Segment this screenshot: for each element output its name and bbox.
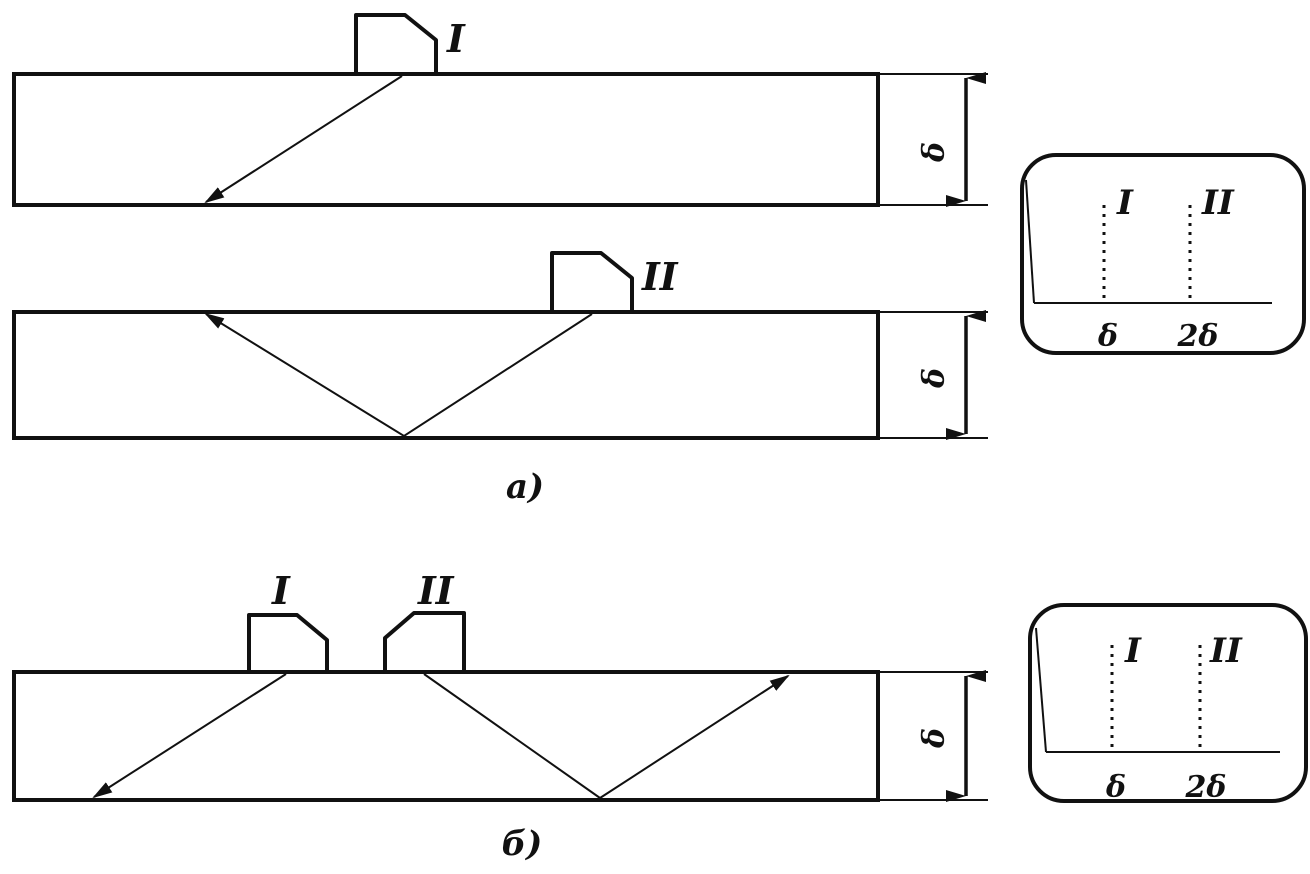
probe-a-1 bbox=[354, 13, 438, 76]
screen-b: I II δ 2δ bbox=[1028, 603, 1308, 805]
thickness-label-b: δ bbox=[917, 728, 952, 749]
beam-a-2 bbox=[204, 312, 593, 438]
beam-a-1 bbox=[204, 75, 403, 204]
probe-a-1-label: I bbox=[446, 16, 466, 61]
plate-a-upper bbox=[12, 72, 988, 207]
probe-b-1-label: I bbox=[271, 568, 291, 613]
probe-a-2 bbox=[550, 251, 634, 314]
screen-b-pulse-2-label: II bbox=[1209, 631, 1243, 671]
thickness-label-a-upper: δ bbox=[917, 142, 952, 163]
probe-b-2 bbox=[383, 611, 466, 674]
screen-b-initial-pulse bbox=[1035, 627, 1047, 753]
plate-a-lower bbox=[12, 310, 988, 440]
screen-a-initial-pulse bbox=[1025, 179, 1035, 304]
diagram-a: δ I δ II а) I II bbox=[12, 13, 1306, 507]
caption-a: а) bbox=[506, 467, 544, 507]
plate-b bbox=[12, 670, 988, 802]
screen-a-axis-mark-1: δ bbox=[1097, 319, 1118, 354]
thickness-label-a-lower: δ bbox=[917, 368, 952, 389]
caption-b: б) bbox=[502, 824, 543, 864]
screen-b-axis-mark-1: δ bbox=[1105, 770, 1126, 805]
diagram-b: δ I II б) I II δ 2δ bbox=[12, 568, 1308, 864]
beam-b-1 bbox=[92, 673, 287, 799]
screen-a-pulse-2-label: II bbox=[1201, 183, 1235, 223]
probe-b-2-label: II bbox=[417, 568, 455, 613]
probe-b-1 bbox=[247, 613, 329, 674]
screen-b-pulse-1-label: I bbox=[1124, 631, 1142, 671]
svg-text:δ: δ bbox=[917, 368, 952, 389]
probe-a-2-label: II bbox=[641, 254, 679, 299]
screen-a-axis-mark-2: 2δ bbox=[1177, 319, 1219, 354]
svg-text:δ: δ bbox=[917, 142, 952, 163]
svg-text:δ: δ bbox=[917, 728, 952, 749]
screen-a-pulse-1-label: I bbox=[1116, 183, 1134, 223]
screen-a: I II δ 2δ bbox=[1020, 153, 1306, 355]
beam-b-2 bbox=[423, 673, 790, 800]
screen-b-axis-mark-2: 2δ bbox=[1185, 770, 1227, 805]
